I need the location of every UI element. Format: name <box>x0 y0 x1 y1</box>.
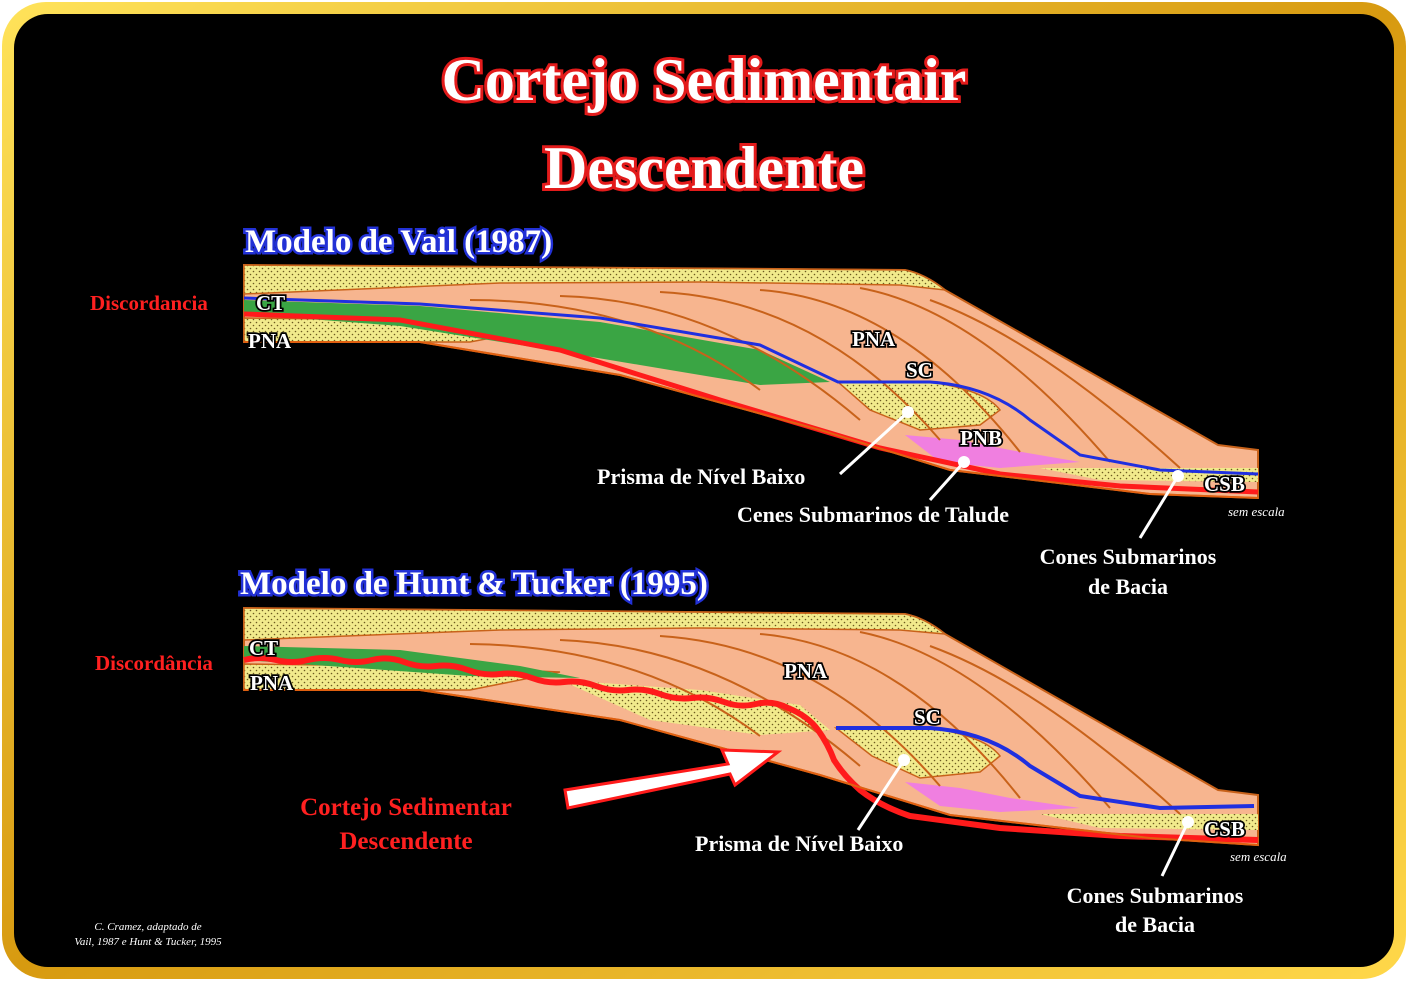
vail-top-sand <box>243 264 948 295</box>
vail-cones-bacia-l1: Cones Submarinos <box>1040 544 1217 569</box>
hunt-discordancia-label: Discordância <box>95 651 213 675</box>
hunt-pna-label: PNA <box>784 659 828 683</box>
vail-cross-section <box>243 263 1259 539</box>
hunt-basin-sand <box>1040 814 1258 830</box>
credit-line2: Vail, 1987 e Hunt & Tucker, 1995 <box>74 936 222 948</box>
vail-blue-surface <box>243 296 1259 476</box>
hunt-leader-prisma <box>856 759 906 831</box>
vail-dot-talude <box>958 456 970 468</box>
vail-pnb-label: PNB <box>960 426 1002 450</box>
credit-line1: C. Cramez, adaptado de <box>94 921 201 933</box>
hunt-base-line <box>244 689 1259 846</box>
vail-leader-prisma <box>838 410 910 476</box>
hunt-arrow <box>563 748 783 810</box>
vail-pnb-pink <box>905 435 1080 468</box>
vail-csb-label: CSB <box>1204 472 1245 496</box>
vail-heading: Modelo de Vail (1987) <box>245 224 552 260</box>
hunt-sem-escala: sem escala <box>1230 849 1287 864</box>
vail-prisma-label: Prisma de Nível Baixo <box>597 464 805 489</box>
title-line2: Descendente <box>544 135 864 201</box>
vail-ct-label: CT <box>256 291 285 315</box>
vail-pna-label: PNA <box>852 327 896 351</box>
hunt-leader-bacia <box>1160 821 1190 877</box>
vail-base-line <box>244 341 1259 499</box>
hunt-heading: Modelo de Hunt & Tucker (1995) <box>240 566 708 602</box>
vail-leader-bacia <box>1138 475 1180 539</box>
hunt-dot-bacia <box>1182 816 1194 828</box>
hunt-cortejo-l2: Descendente <box>339 828 472 855</box>
vail-discordancia-label: Discordancia <box>90 291 208 315</box>
hunt-cross-section <box>243 606 1259 877</box>
hunt-pna-left-label: PNA <box>250 671 294 695</box>
hunt-falling-sand <box>560 680 830 735</box>
hunt-sc-label: SC <box>914 705 941 729</box>
hunt-top-sand <box>243 607 948 641</box>
hunt-cones-bacia-l2: de Bacia <box>1115 912 1195 937</box>
vail-pna-left-label: PNA <box>248 329 292 353</box>
hunt-blue-surface <box>836 726 1255 811</box>
hunt-prisma-label: Prisma de Nível Baixo <box>695 831 903 856</box>
vail-cones-bacia-l2: de Bacia <box>1088 574 1168 599</box>
hunt-cortejo-l1: Cortejo Sedimentar <box>300 794 512 821</box>
vail-sem-escala: sem escala <box>1228 504 1285 519</box>
hunt-ct-label: CT <box>249 636 278 660</box>
hunt-cones-bacia-l1: Cones Submarinos <box>1067 883 1244 908</box>
hunt-pink <box>905 782 1080 812</box>
vail-dot-prisma <box>902 406 914 418</box>
vail-sc-label: SC <box>906 358 933 382</box>
vail-leader-talude <box>928 460 966 502</box>
vail-cenes-talude-label: Cenes Submarinos de Talude <box>737 502 1009 527</box>
hunt-red-surface <box>243 655 1259 843</box>
vail-dot-bacia <box>1172 470 1184 482</box>
title-line1: Cortejo Sedimentair <box>442 47 967 113</box>
hunt-dot-prisma <box>898 754 910 766</box>
hunt-csb-label: CSB <box>1204 817 1245 841</box>
